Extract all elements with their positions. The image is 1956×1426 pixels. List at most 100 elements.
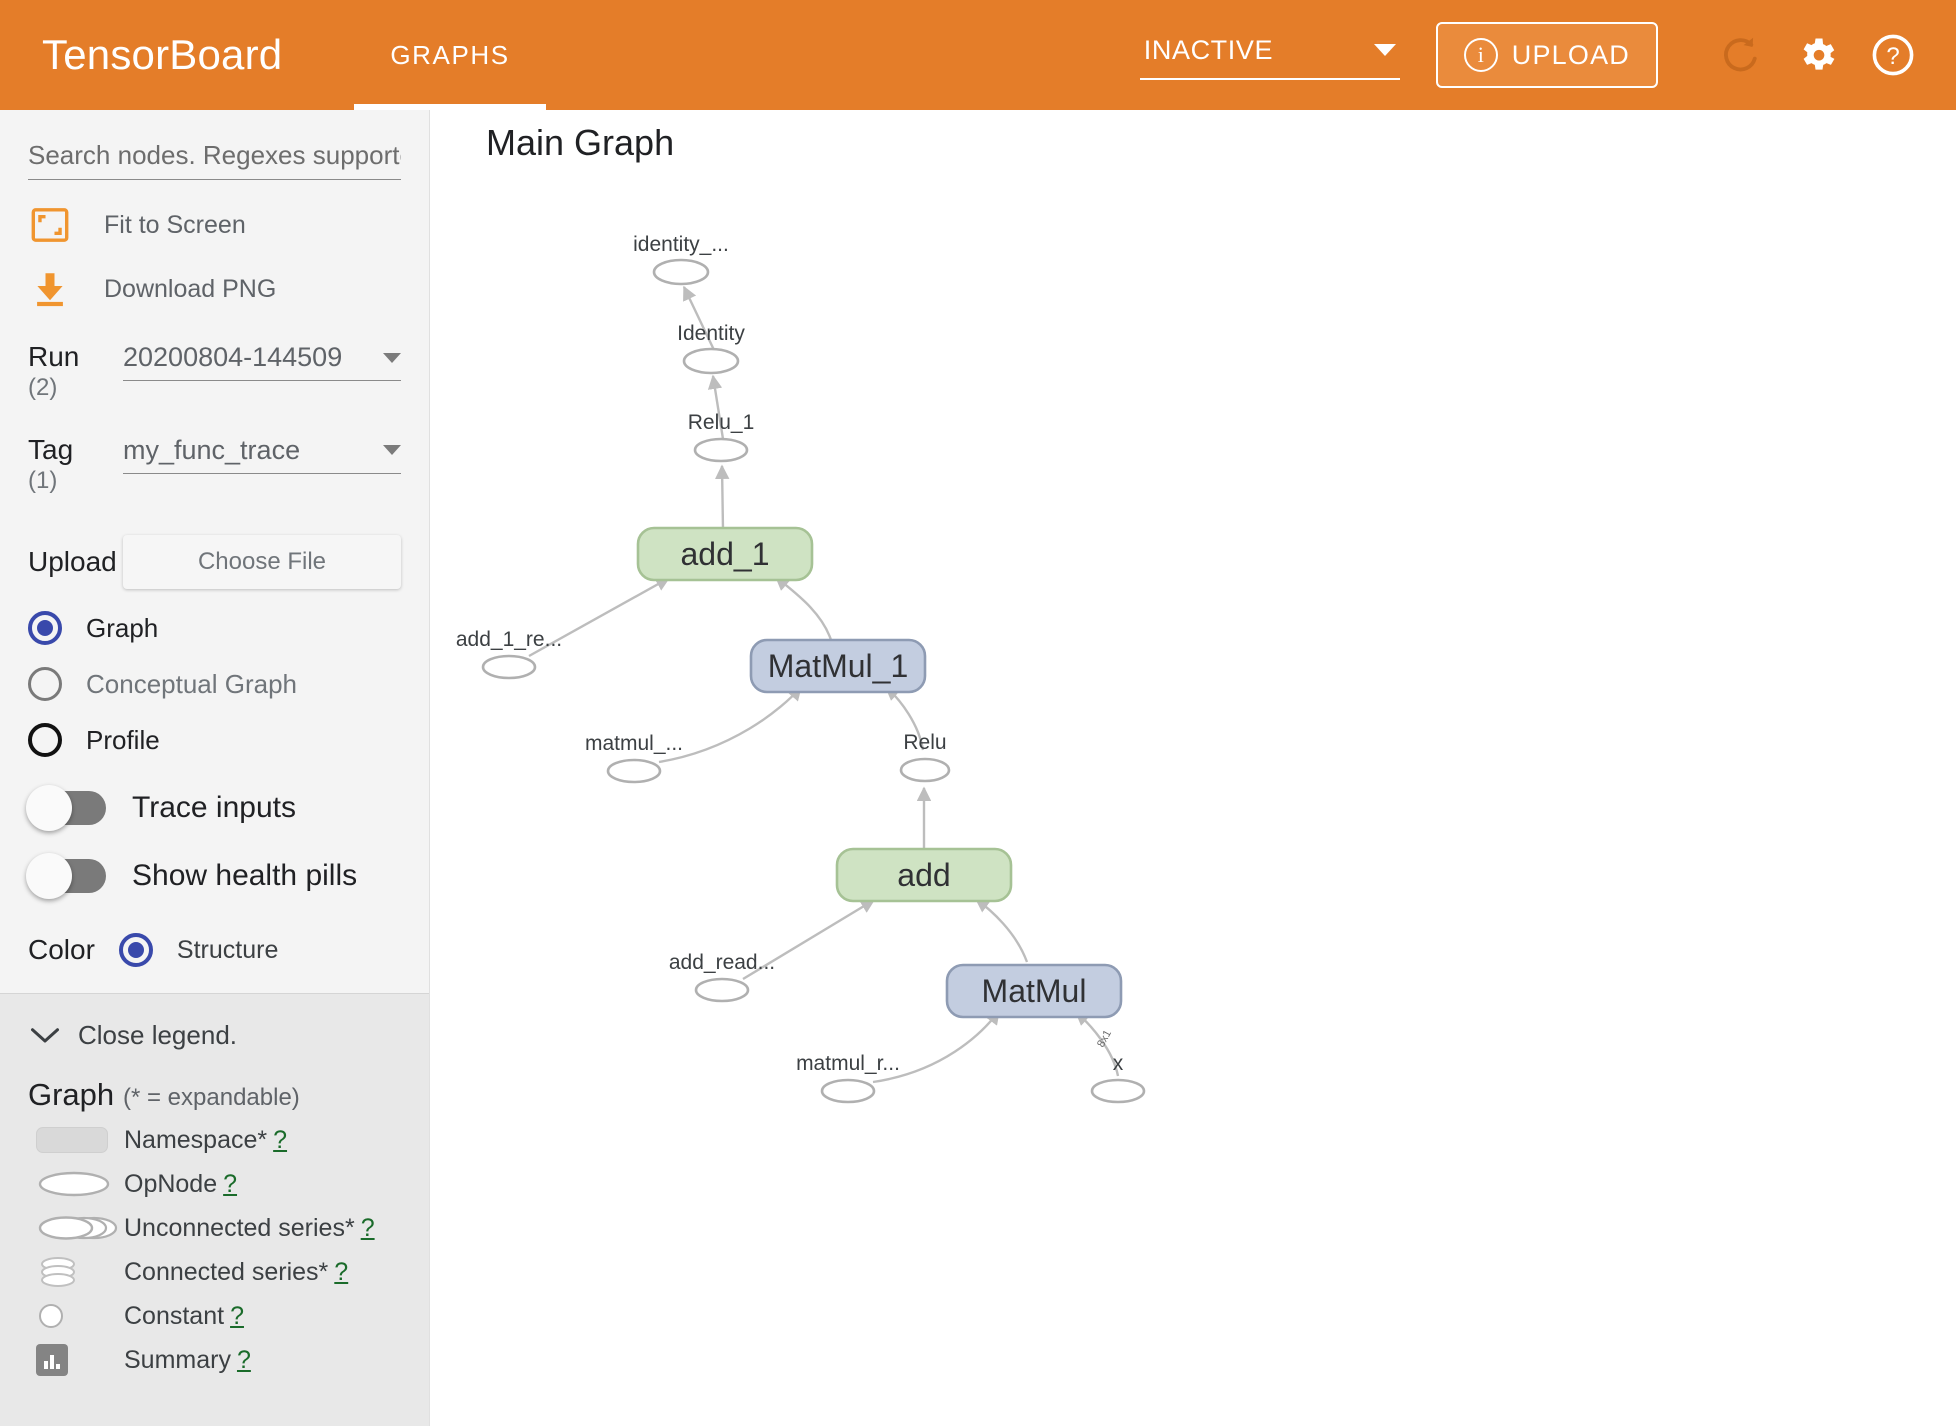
run-dropdown[interactable]: 20200804-144509 <box>123 342 401 381</box>
legend-item-unconnected-series-label: Unconnected series* <box>124 1213 355 1242</box>
svg-text:?: ? <box>1886 43 1899 70</box>
graph-node-Relu[interactable]: Relu <box>899 731 951 783</box>
graph-node-add[interactable]: add <box>835 847 1013 903</box>
graph-node-matmul_read[interactable]: matmul_... <box>585 732 683 784</box>
bar-chart-glyph-icon <box>28 1343 124 1377</box>
radio-graph-label: Graph <box>86 612 159 643</box>
graph-node-add_1_read[interactable]: add_1_re... <box>456 628 562 680</box>
graph-node-identity_1[interactable]: identity_... <box>633 233 729 286</box>
fit-to-screen-button[interactable]: Fit to Screen <box>28 206 401 244</box>
tag-dropdown[interactable]: my_func_trace <box>123 435 401 474</box>
toggle-trace-inputs-switch[interactable] <box>26 785 106 832</box>
graph-node-MatMul-label: MatMul <box>982 973 1087 1009</box>
graph-op-nodes: identity_... Identity Relu_1 add_1_re...… <box>456 233 1146 1104</box>
radio-conceptual-graph[interactable]: Conceptual Graph <box>28 667 401 702</box>
run-status-dropdown[interactable]: INACTIVE <box>1139 31 1400 80</box>
graph-node-MatMul_1[interactable]: MatMul_1 <box>749 638 927 694</box>
graph-node-Identity[interactable]: Identity <box>677 322 745 375</box>
graph-svg[interactable]: identity_... Identity Relu_1 add_1_re...… <box>431 110 1956 1426</box>
edge-MatMul_1-to-add_1 <box>774 576 833 641</box>
tag-value: my_func_trace <box>123 434 301 465</box>
refresh-icon[interactable] <box>1714 28 1768 82</box>
legend-item-opnode-label: OpNode <box>124 1169 218 1198</box>
toggle-show-health-pills[interactable]: Show health pills <box>26 853 401 900</box>
legend-item-opnode-help[interactable]: ? <box>223 1169 238 1198</box>
radio-profile[interactable]: Profile <box>28 723 401 758</box>
graph-node-MatMul[interactable]: MatMul <box>945 963 1123 1019</box>
graph-title: Main Graph <box>486 122 675 163</box>
toggle-show-health-pills-switch[interactable] <box>26 853 106 900</box>
tab-graphs-label: GRAPHS <box>390 39 510 70</box>
graph-node-add_read-label: add_read... <box>669 951 775 974</box>
rounded-rect-glyph-icon <box>835 847 1013 903</box>
graph-canvas[interactable]: Main Graph identity_... <box>431 110 1956 1426</box>
rounded-rect-glyph-icon <box>945 963 1123 1019</box>
edge-matmul_read-to-MatMul_1 <box>658 685 802 764</box>
upload-button-label: UPLOAD <box>1511 39 1630 70</box>
color-row: Color Structure <box>28 933 401 993</box>
tab-graphs[interactable]: GRAPHS <box>354 0 547 110</box>
run-status-value: INACTIVE <box>1143 34 1274 65</box>
graph-node-add_1[interactable]: add_1 <box>636 526 814 582</box>
edge-add_read-to-add <box>742 898 876 981</box>
legend-item-connected-series-label: Connected series* <box>124 1257 329 1286</box>
choose-file-button[interactable]: Choose File <box>123 535 401 590</box>
legend-item-constant-help[interactable]: ? <box>230 1301 244 1330</box>
graph-node-matmul_r[interactable]: matmul_r... <box>796 1052 900 1104</box>
tag-count: (1) <box>28 466 58 494</box>
edge-matmul_r-to-MatMul <box>872 1009 1000 1084</box>
run-label: Run <box>28 341 80 372</box>
tag-label-group: Tag (1) <box>28 434 123 494</box>
legend-item-constant-label: Constant <box>124 1301 225 1330</box>
graph-node-add_1_read-label: add_1_re... <box>456 628 562 651</box>
legend-item-connected-series: Connected series* ? <box>28 1255 401 1289</box>
upload-label: Upload <box>28 546 117 578</box>
run-label-group: Run (2) <box>28 342 123 401</box>
edge-add_1_read-to-add_1 <box>528 576 671 658</box>
help-question-icon[interactable]: ? <box>1866 28 1920 82</box>
ellipse-glyph-icon <box>606 758 662 784</box>
legend-title-row: Graph (* = expandable) <box>28 1077 401 1113</box>
graph-node-Relu-label: Relu <box>903 731 946 754</box>
toggle-show-health-pills-label: Show health pills <box>132 859 358 893</box>
download-png-button[interactable]: Download PNG <box>28 270 401 308</box>
legend-item-unconnected-series-help[interactable]: ? <box>360 1213 375 1242</box>
graph-node-add_read[interactable]: add_read... <box>669 951 775 1003</box>
settings-gear-icon[interactable] <box>1790 28 1844 82</box>
radio-conceptual-graph-indicator <box>28 667 62 702</box>
radio-structure-indicator[interactable] <box>118 933 153 968</box>
app-header: TensorBoard GRAPHS INACTIVE i UPLOAD <box>0 0 1956 110</box>
download-png-label: Download PNG <box>104 274 277 303</box>
close-legend-button[interactable]: Close legend. <box>28 1020 401 1051</box>
legend-item-summary-help[interactable]: ? <box>236 1345 251 1374</box>
graph-node-matmul_r-label: matmul_r... <box>796 1052 900 1075</box>
chevron-down-icon <box>383 445 401 456</box>
fit-to-screen-icon <box>28 206 72 244</box>
info-circle-icon: i <box>1463 38 1498 72</box>
graph-node-Relu_1[interactable]: Relu_1 <box>688 411 755 463</box>
run-selector-row: Run (2) 20200804-144509 <box>28 342 401 401</box>
legend-item-unconnected-series: Unconnected series* ? <box>28 1211 401 1245</box>
rounded-rect-glyph-icon <box>749 638 927 694</box>
rounded-rect-glyph-icon <box>636 526 814 582</box>
graph-node-add-label: add <box>897 857 950 893</box>
graph-node-x[interactable]: x <box>1090 1052 1146 1104</box>
fit-to-screen-label: Fit to Screen <box>104 210 246 239</box>
legend-item-connected-series-help[interactable]: ? <box>334 1257 349 1286</box>
graph-edges <box>528 285 1120 1084</box>
legend-item-opnode: OpNode ? <box>28 1167 401 1201</box>
toggle-trace-inputs-label: Trace inputs <box>132 791 296 825</box>
upload-button[interactable]: i UPLOAD <box>1435 22 1658 88</box>
radio-graph[interactable]: Graph <box>28 611 401 646</box>
ellipse-glyph-icon <box>820 1078 876 1104</box>
legend-item-namespace-help[interactable]: ? <box>273 1125 288 1154</box>
search-input[interactable] <box>28 140 401 171</box>
ellipse-glyph-icon <box>481 654 537 680</box>
ellipse-glyph-icon <box>693 437 749 463</box>
graph-node-Identity-label: Identity <box>677 322 745 345</box>
toggle-trace-inputs[interactable]: Trace inputs <box>26 785 401 832</box>
graph-node-identity_1-label: identity_... <box>633 233 729 256</box>
ellipse-glyph-icon <box>1090 1078 1146 1104</box>
run-value: 20200804-144509 <box>123 342 343 372</box>
legend-item-summary-label: Summary <box>124 1345 231 1374</box>
